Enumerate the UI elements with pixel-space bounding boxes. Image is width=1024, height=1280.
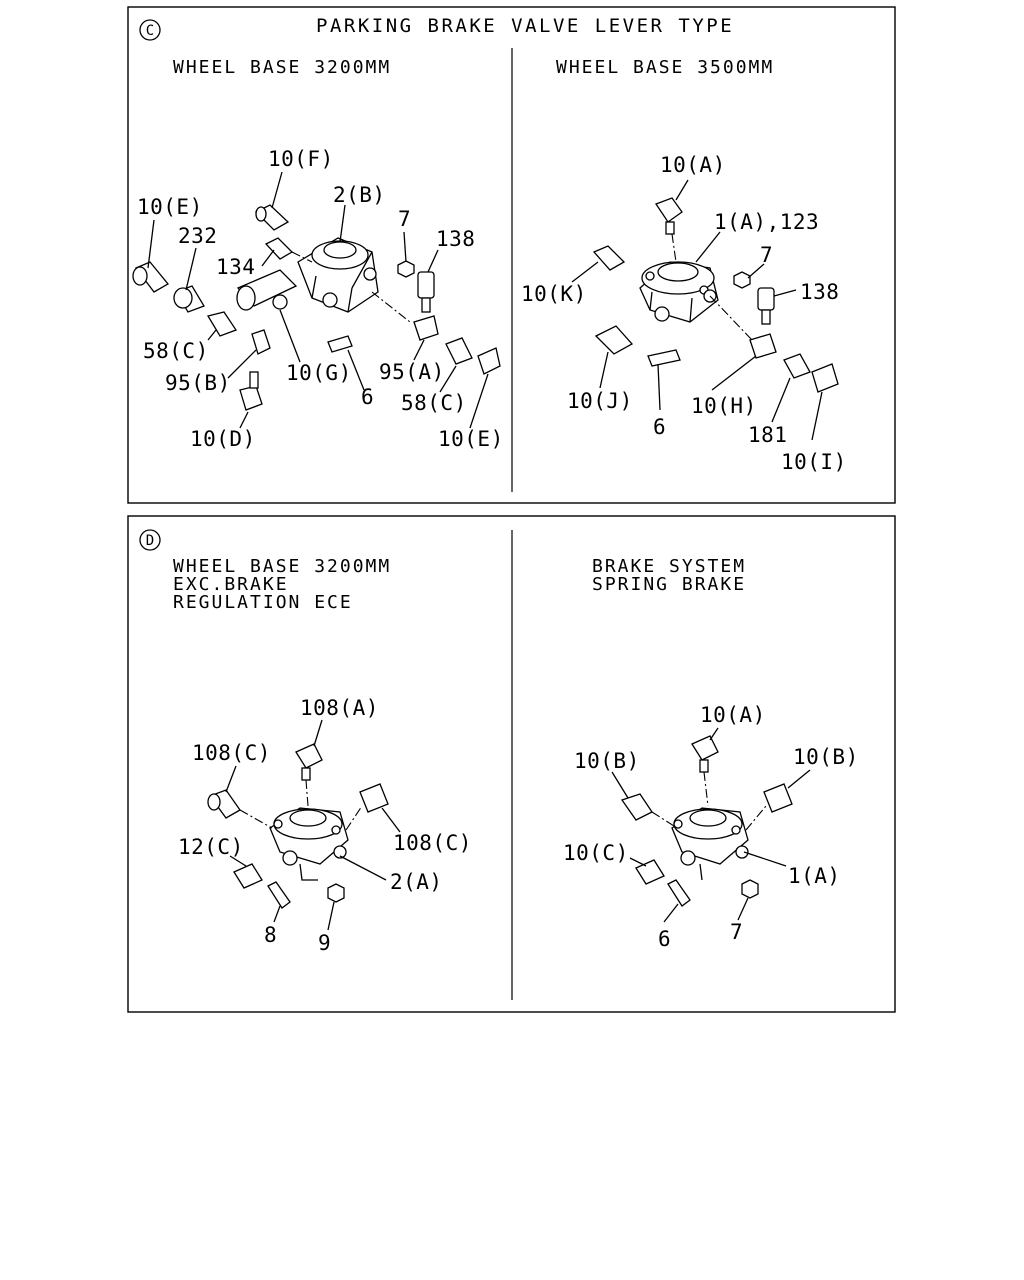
panel-c-left-drawing	[132, 171, 501, 429]
label-10b-left: 10(B)	[574, 749, 640, 773]
panel-d-badge-circle	[139, 529, 161, 551]
label-8: 8	[264, 923, 277, 947]
label-108a: 108(A)	[300, 696, 379, 720]
label-108c-left: 108(C)	[192, 741, 271, 765]
panel-d-right-heading-2: SPRING BRAKE	[592, 574, 746, 595]
label-1a-123: 1(A),123	[714, 210, 819, 234]
label-7-left: 7	[398, 207, 411, 231]
label-6-d: 6	[658, 927, 671, 951]
label-10g: 10(G)	[286, 361, 352, 385]
label-10d: 10(D)	[190, 427, 256, 451]
label-6-right: 6	[653, 415, 666, 439]
label-10i: 10(I)	[781, 450, 847, 474]
label-134: 134	[216, 255, 255, 279]
label-2a: 2(A)	[390, 870, 443, 894]
panel-c: C PARKING BRAKE VALVE LEVER TYPE WHEEL B…	[127, 6, 896, 504]
panel-c-badge: C	[146, 23, 154, 39]
label-10c: 10(C)	[563, 841, 629, 865]
panel-c-right-drawing	[571, 179, 839, 441]
label-10h: 10(H)	[691, 394, 757, 418]
label-9: 9	[318, 931, 331, 955]
panel-d-left-heading-3: REGULATION ECE	[173, 592, 353, 613]
label-58c-right: 58(C)	[401, 391, 467, 415]
label-12c: 12(C)	[178, 835, 244, 859]
label-10e-left: 10(E)	[137, 195, 203, 219]
label-10k: 10(K)	[521, 282, 587, 306]
label-7-right: 7	[760, 243, 773, 267]
label-108c-right: 108(C)	[393, 831, 472, 855]
panel-d-left-heading-2: EXC.BRAKE	[173, 574, 289, 595]
panel-c-title: PARKING BRAKE VALVE LEVER TYPE	[316, 15, 734, 37]
panel-c-right-heading: WHEEL BASE 3500MM	[556, 57, 774, 78]
label-10j: 10(J)	[567, 389, 633, 413]
panel-d-right-heading-1: BRAKE SYSTEM	[592, 556, 746, 577]
label-10e-right: 10(E)	[438, 427, 504, 451]
label-10b-right: 10(B)	[793, 745, 859, 769]
panel-d-right-drawing	[611, 727, 811, 923]
panel-d-left-heading-1: WHEEL BASE 3200MM	[173, 556, 391, 577]
label-10a-c: 10(A)	[660, 153, 726, 177]
label-2b: 2(B)	[333, 183, 386, 207]
label-10a-d: 10(A)	[700, 703, 766, 727]
label-58c-left: 58(C)	[143, 339, 209, 363]
panel-d-badge: D	[146, 533, 154, 549]
panel-d: D WHEEL BASE 3200MM EXC.BRAKE REGULATION…	[127, 515, 896, 1013]
panel-c-badge-circle	[139, 19, 161, 41]
label-95b: 95(B)	[165, 371, 231, 395]
panel-d-left-drawing	[207, 719, 401, 931]
label-138-right: 138	[800, 280, 839, 304]
label-181: 181	[748, 423, 787, 447]
label-1a-d: 1(A)	[788, 864, 841, 888]
label-232: 232	[178, 224, 217, 248]
label-6-left: 6	[361, 385, 374, 409]
label-10f: 10(F)	[268, 147, 334, 171]
label-7-d: 7	[730, 920, 743, 944]
label-95a: 95(A)	[379, 360, 445, 384]
panel-c-left-heading: WHEEL BASE 3200MM	[173, 57, 391, 78]
label-138-left: 138	[436, 227, 475, 251]
